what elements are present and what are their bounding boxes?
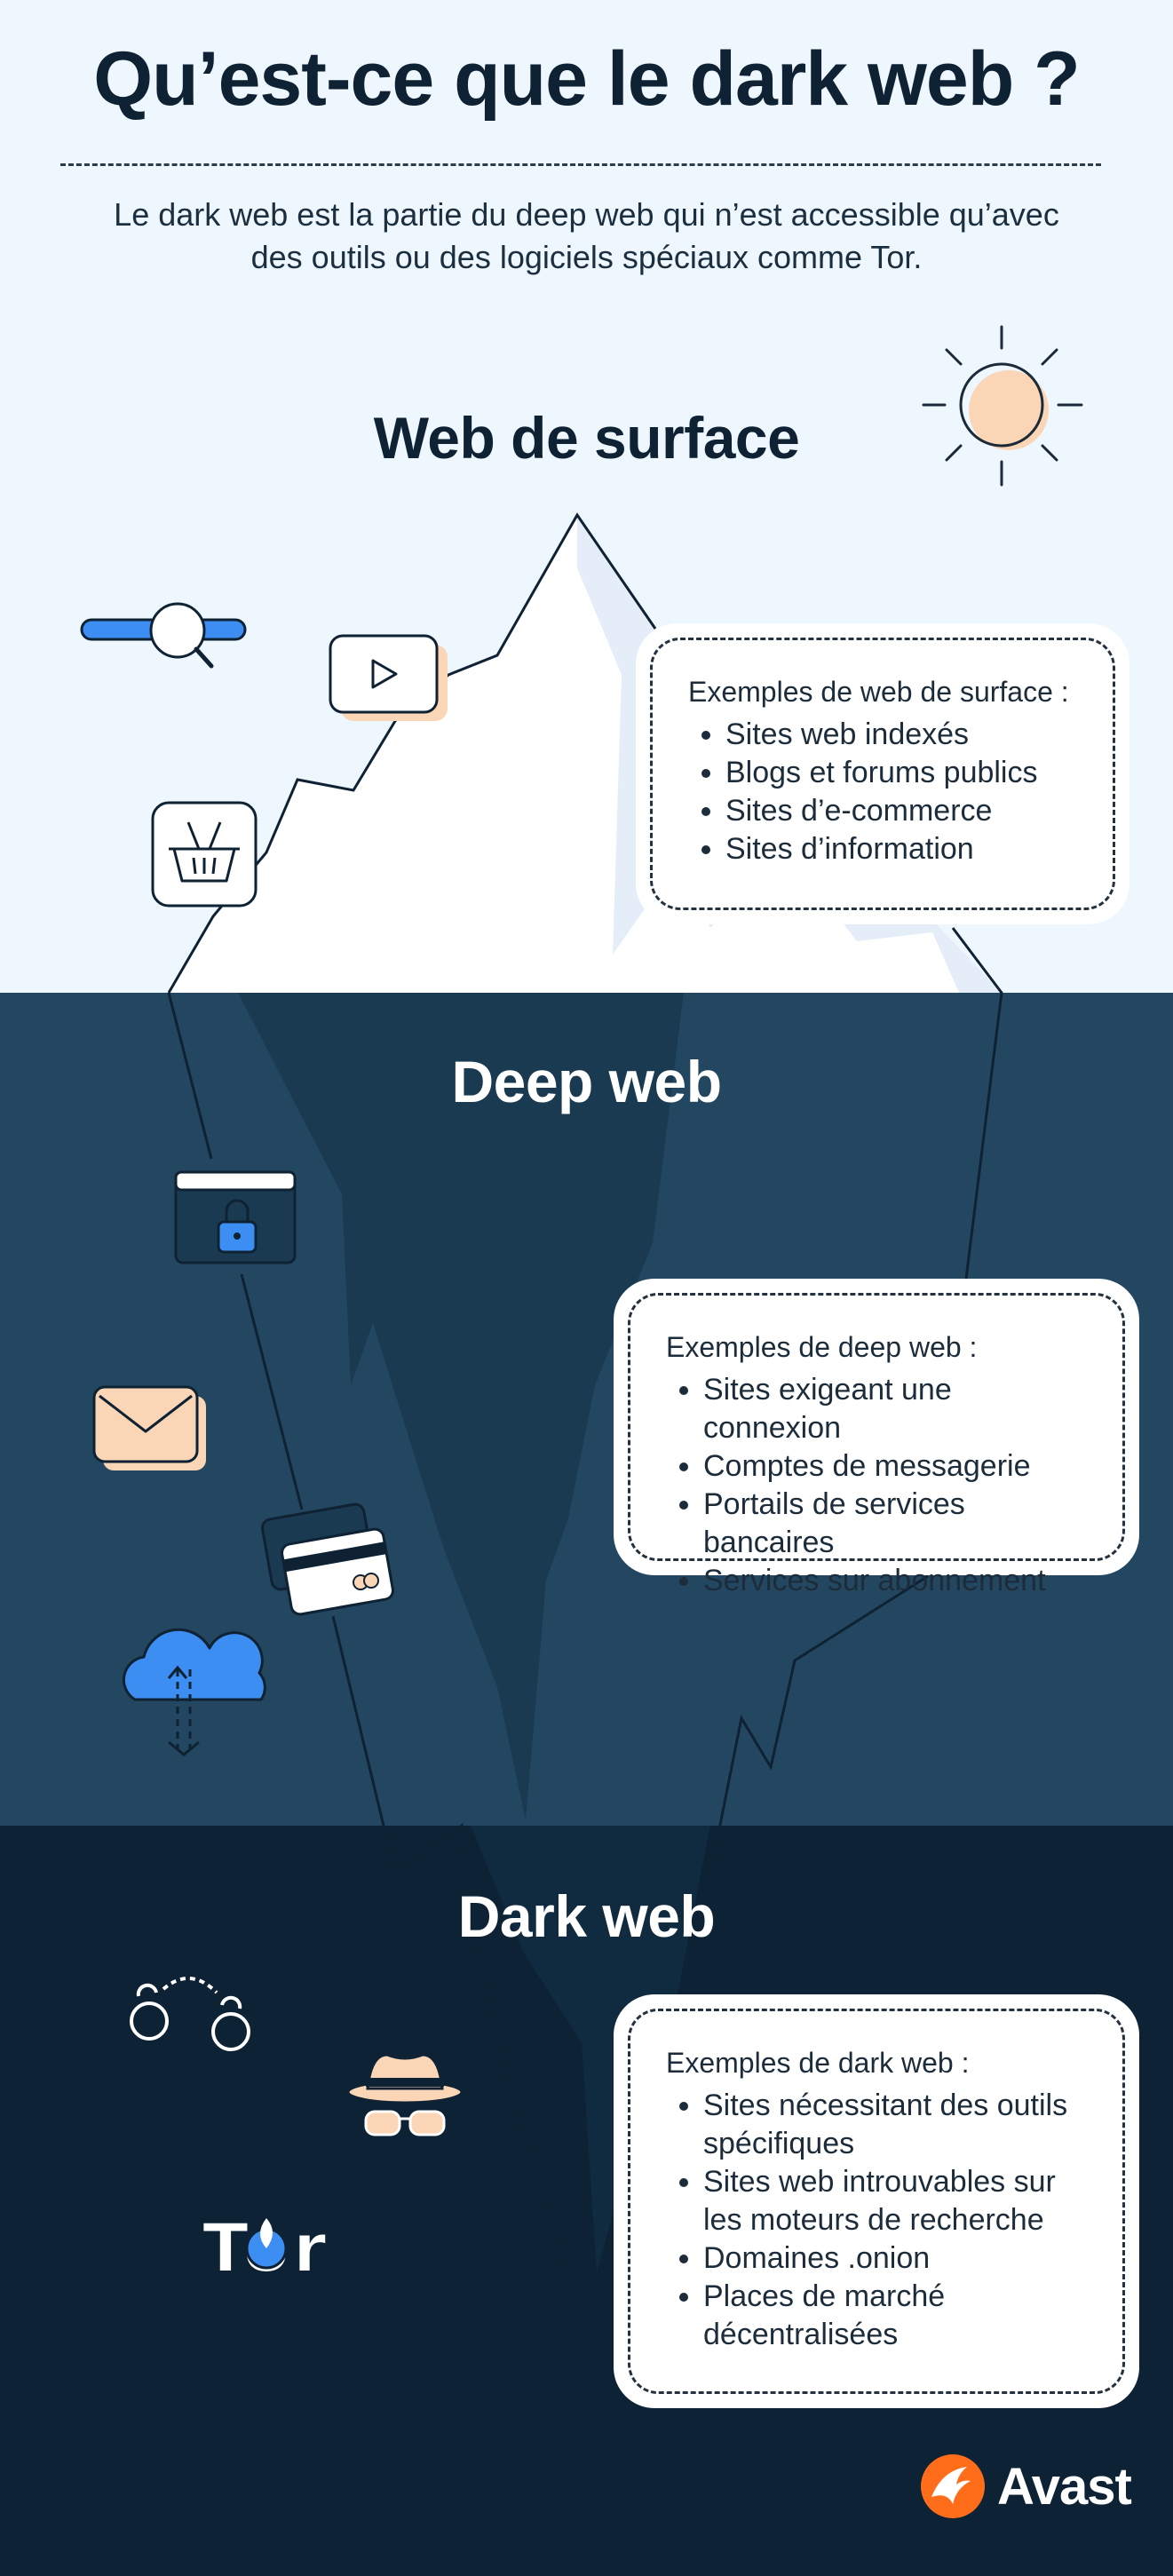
list-item: Sites exigeant une connexion (703, 1371, 1087, 1447)
shopping-basket-icon (151, 801, 258, 908)
dark-web-examples-heading: Exemples de dark web : (666, 2047, 970, 2079)
search-bar-icon (80, 602, 247, 669)
list-item: Sites web introuvables sur les moteurs d… (703, 2163, 1087, 2239)
dark-web-examples-card: Exemples de dark web : Sites nécessitant… (614, 1994, 1139, 2408)
iceberg-dark-edge (473, 1935, 570, 2274)
avast-logo-icon (921, 2454, 985, 2518)
deep-web-examples-list: Sites exigeant une connexion Comptes de … (666, 1371, 1087, 1600)
deep-web-examples-heading: Exemples de deep web : (666, 1331, 978, 1363)
surface-web-examples-card: Exemples de web de surface : Sites web i… (636, 623, 1129, 924)
intro-text: Le dark web est la partie du deep web qu… (114, 196, 1059, 275)
mail-icon (92, 1385, 206, 1470)
surface-web-title: Web de surface (373, 405, 800, 471)
handcuffs-icon (130, 1976, 250, 2051)
credit-card-icon (261, 1502, 394, 1616)
list-item: Blogs et forums publics (725, 754, 1077, 792)
video-play-icon (329, 634, 448, 721)
list-item: Sites d’information (725, 830, 1077, 868)
list-item: Portails de services bancaires (703, 1486, 1087, 1562)
iceberg-deep-left-edge (167, 992, 213, 1160)
list-item: Domaines .onion (703, 2239, 1087, 2278)
dark-web-examples-list: Sites nécessitant des outils spécifiques… (666, 2087, 1087, 2354)
iceberg-underwater-deep (238, 993, 684, 1820)
surface-web-examples-list: Sites web indexés Blogs et forums public… (688, 716, 1077, 868)
cloud-sync-icon (123, 1628, 266, 1756)
list-item: Comptes de messagerie (703, 1447, 1087, 1486)
iceberg-deep-left-edge-2 (240, 1273, 304, 1510)
list-item: Sites d’e-commerce (725, 792, 1077, 830)
iceberg-deep-left-edge-3 (331, 1615, 477, 1937)
brand-name: Avast (997, 2457, 1132, 2516)
sun-icon (922, 325, 1083, 487)
iceberg-underwater-dark (471, 1826, 710, 2273)
iceberg-right-edge (951, 927, 1003, 1280)
brand: Avast (919, 2453, 1132, 2520)
tor-onion-icon (245, 2218, 288, 2270)
deep-web-title: Deep web (451, 1049, 722, 1114)
deep-web-examples-card: Exemples de deep web : Sites exigeant un… (614, 1279, 1139, 1597)
title-divider (60, 163, 1101, 166)
tor-logo: Tor (202, 2207, 327, 2288)
list-item: Sites web indexés (725, 716, 1077, 754)
spy-icon (346, 2053, 464, 2136)
locked-browser-icon (174, 1170, 297, 1264)
list-item: Services sur abonnement (703, 1562, 1087, 1600)
dark-web-title: Dark web (457, 1883, 716, 1949)
page-title: Qu’est-ce que le dark web ? (93, 36, 1080, 122)
surface-web-examples-heading: Exemples de web de surface : (688, 676, 1069, 708)
list-item: Sites nécessitant des outils spécifiques (703, 2087, 1087, 2163)
list-item: Places de marché décentralisées (703, 2278, 1087, 2354)
iceberg-deep-right-edge (709, 1574, 929, 1875)
